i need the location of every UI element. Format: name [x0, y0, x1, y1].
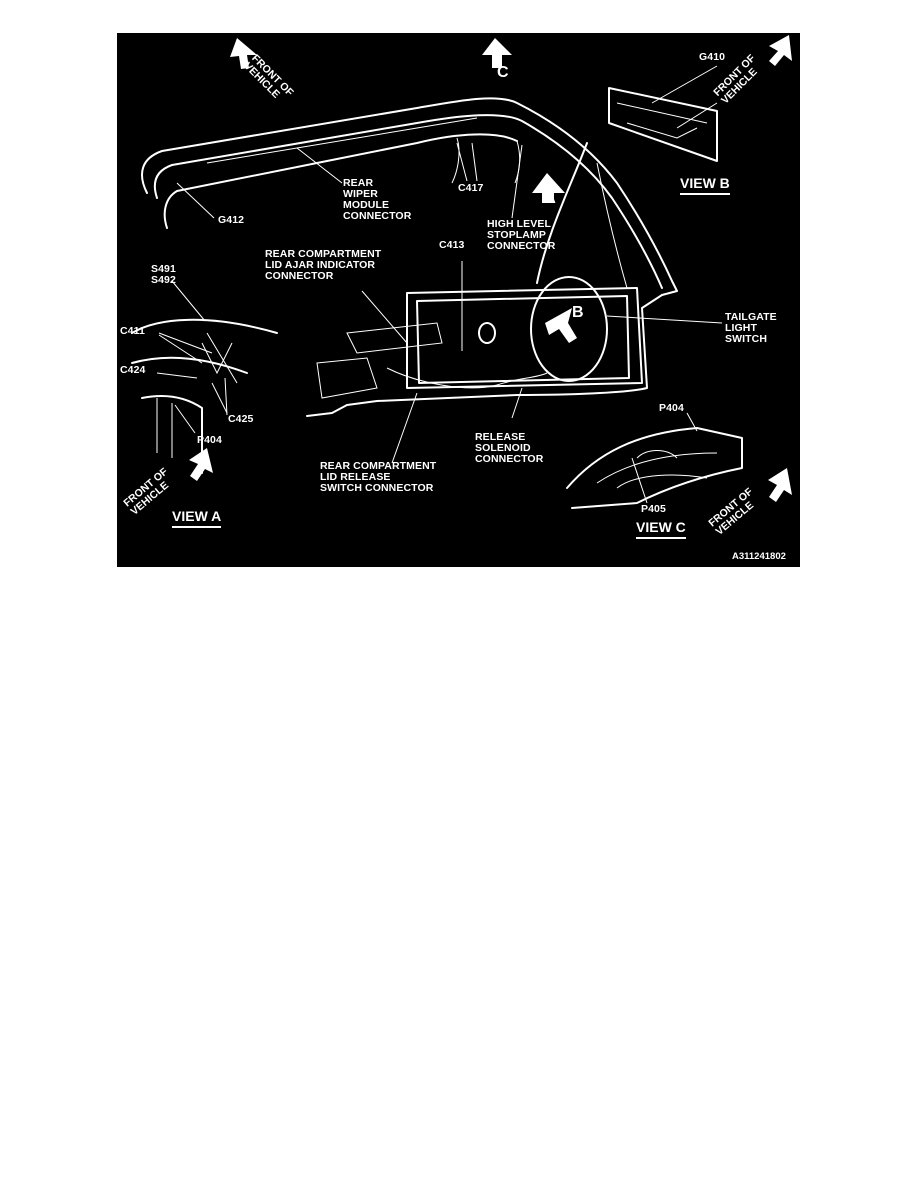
front-arrow-top-left — [230, 38, 257, 69]
leader-lines — [156, 65, 723, 504]
view-b-inset — [608, 87, 718, 162]
tailgate-wiring-drawing — [131, 35, 792, 509]
label-c411: C411 — [120, 325, 145, 337]
label-s491: S491 S492 — [151, 263, 176, 286]
label-rear-wiper: REAR WIPER MODULE CONNECTOR — [343, 177, 412, 222]
view-c-label: VIEW C — [636, 520, 686, 539]
callout-a: A — [545, 190, 556, 207]
view-b-label: VIEW B — [680, 176, 730, 195]
label-p405: P405 — [641, 503, 666, 515]
label-lid-ajar: REAR COMPARTMENT LID AJAR INDICATOR CONN… — [265, 248, 382, 282]
label-tailgate: TAILGATE LIGHT SWITCH — [725, 311, 777, 345]
label-g410: G410 — [699, 51, 726, 63]
view-a-inset — [131, 318, 278, 474]
diagram-panel: FRONT OF VEHICLE FRONT OF VEHICLE FRONT … — [117, 33, 800, 567]
label-c413: C413 — [439, 239, 465, 251]
callout-arrow-a — [532, 173, 565, 203]
callout-b: B — [572, 304, 584, 321]
arrows — [189, 35, 792, 502]
view-c-inset — [566, 427, 743, 509]
callout-arrow-c — [482, 38, 512, 68]
callout-arrow-b — [545, 308, 577, 343]
front-arrow-view-c — [768, 468, 792, 502]
front-arrow-view-a — [189, 448, 213, 481]
liftgate-outline — [141, 97, 678, 417]
label-c417: C417 — [458, 182, 484, 194]
label-c424: C424 — [120, 364, 146, 376]
label-release-switch: REAR COMPARTMENT LID RELEASE SWITCH CONN… — [320, 460, 437, 494]
label-p404-view-c: P404 — [659, 402, 684, 414]
figure-id: A311241802 — [732, 551, 786, 562]
label-high-level: HIGH LEVEL STOPLAMP CONNECTOR — [487, 218, 556, 252]
label-p404-view-a: P404 — [197, 434, 222, 446]
label-c425: C425 — [228, 413, 254, 425]
callout-c: C — [497, 64, 509, 81]
label-g412: G412 — [218, 214, 245, 226]
view-a-label: VIEW A — [172, 509, 222, 528]
front-arrow-view-b — [769, 35, 792, 66]
label-release-solenoid: RELEASE SOLENOID CONNECTOR — [475, 431, 544, 465]
